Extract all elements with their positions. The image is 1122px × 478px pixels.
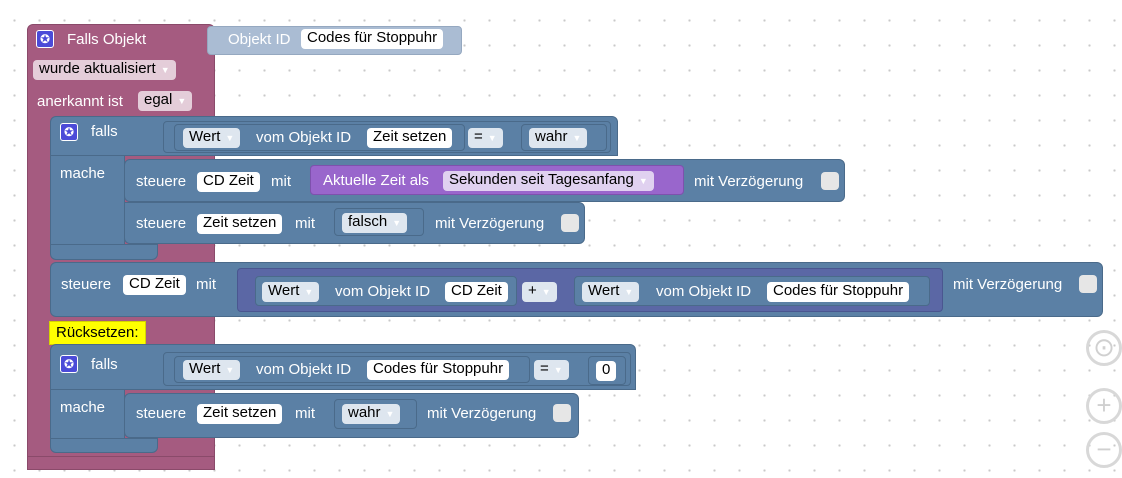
set2-mit: mit — [295, 215, 315, 232]
set2-bool-dropdown[interactable]: falsch ▼ — [342, 213, 408, 233]
chevron-down-icon: ▼ — [638, 176, 648, 186]
if1-falls: falls — [91, 123, 118, 140]
trigger-label: wurde aktualisiert — [39, 60, 156, 77]
if1-op-dropdown[interactable]: =▼ — [468, 128, 503, 148]
comment-ruecksetzen[interactable]: Rücksetzen: — [49, 321, 146, 345]
chevron-down-icon: ▼ — [225, 133, 235, 143]
gear-icon[interactable]: ✪ — [36, 30, 54, 48]
chevron-down-icon: ▼ — [487, 133, 497, 143]
if2-number-field[interactable]: 0 — [596, 361, 617, 381]
set3-steuere: steuere — [61, 276, 112, 293]
if2-falls: falls — [91, 356, 118, 373]
chevron-down-icon: ▼ — [541, 287, 551, 297]
if1-wert-label: Wert — [189, 128, 221, 145]
set3-b-wert-label: Wert — [588, 282, 620, 299]
set3-b-obj-field[interactable]: Codes für Stoppuhr — [767, 282, 910, 302]
chevron-down-icon: ▼ — [385, 409, 395, 419]
if1-obj-field[interactable]: Zeit setzen — [367, 128, 453, 148]
set2-bool-label: falsch — [348, 213, 388, 230]
set4-target-field[interactable]: Zeit setzen — [197, 404, 283, 424]
objid-label: Objekt ID — [228, 31, 291, 48]
chevron-down-icon: ▼ — [392, 218, 402, 228]
set3-op-label: + — [528, 282, 537, 299]
set3-delay: mit Verzögerung — [953, 276, 1063, 293]
set3-op-dropdown[interactable]: +▼ — [522, 282, 557, 302]
if2-wert-dropdown[interactable]: Wert ▼ — [183, 360, 241, 380]
set3-a-wert-label: Wert — [268, 282, 300, 299]
set2-steuere: steuere — [136, 215, 187, 232]
chevron-down-icon: ▼ — [624, 287, 634, 297]
set3-b-wert-dropdown[interactable]: Wert ▼ — [582, 282, 640, 302]
ack-value: egal — [144, 91, 173, 108]
gear-icon[interactable]: ✪ — [60, 355, 78, 373]
if1-bool-label: wahr — [535, 128, 568, 145]
set1-mit: mit — [271, 173, 291, 190]
set3-a-wert-dropdown[interactable]: Wert ▼ — [262, 282, 320, 302]
ack-label: anerkannt ist — [37, 93, 123, 110]
set1-time-dropdown[interactable]: Sekunden seit Tagesanfang ▼ — [443, 171, 654, 191]
set1-delay: mit Verzögerung — [694, 173, 804, 190]
if1-mache: mache — [60, 165, 106, 182]
set3-a-vom: vom Objekt ID — [335, 283, 431, 300]
if-block-2-footer — [50, 438, 158, 453]
set3-target-field[interactable]: CD Zeit — [123, 275, 186, 295]
set1-target-field[interactable]: CD Zeit — [197, 172, 260, 192]
trigger-dropdown[interactable]: wurde aktualisiert ▼ — [33, 60, 176, 80]
chevron-down-icon: ▼ — [553, 365, 563, 375]
set4-mit: mit — [295, 405, 315, 422]
objid-value-field[interactable]: Codes für Stoppuhr — [301, 29, 444, 49]
zoom-in-icon[interactable]: + — [1086, 388, 1122, 424]
set2-delay: mit Verzögerung — [435, 215, 545, 232]
if1-op-label: = — [474, 128, 483, 145]
set1-delay-checkbox[interactable] — [821, 172, 839, 190]
chevron-down-icon: ▼ — [225, 365, 235, 375]
set4-delay-checkbox[interactable] — [553, 404, 571, 422]
set3-mit: mit — [196, 276, 216, 293]
set3-b-vom: vom Objekt ID — [656, 283, 752, 300]
if1-wert-dropdown[interactable]: Wert ▼ — [183, 128, 241, 148]
zoom-out-icon[interactable]: − — [1086, 432, 1122, 468]
set1-time-label: Aktuelle Zeit als — [323, 172, 429, 189]
event-block-footer — [27, 456, 215, 470]
if-block-1-footer — [50, 244, 158, 260]
crosshair-icon[interactable]: ⊙ — [1086, 330, 1122, 366]
chevron-down-icon: ▼ — [160, 65, 170, 75]
if2-obj-field[interactable]: Codes für Stoppuhr — [367, 360, 510, 380]
set2-delay-checkbox[interactable] — [561, 214, 579, 232]
event-title: Falls Objekt — [67, 31, 147, 48]
if2-op-dropdown[interactable]: =▼ — [534, 360, 569, 380]
chevron-down-icon: ▼ — [304, 287, 314, 297]
set3-delay-checkbox[interactable] — [1079, 275, 1097, 293]
if1-bool-dropdown[interactable]: wahr ▼ — [529, 128, 588, 148]
set2-target-field[interactable]: Zeit setzen — [197, 214, 283, 234]
if2-wert-label: Wert — [189, 360, 221, 377]
ack-dropdown[interactable]: egal ▼ — [138, 91, 193, 111]
if2-op-label: = — [540, 360, 549, 377]
set4-bool-dropdown[interactable]: wahr ▼ — [342, 404, 401, 424]
set4-delay: mit Verzögerung — [427, 405, 537, 422]
if-block-2-spine — [50, 389, 125, 444]
set1-time-format: Sekunden seit Tagesanfang — [449, 171, 634, 188]
if1-vom-label: vom Objekt ID — [256, 129, 352, 146]
set3-a-obj-field[interactable]: CD Zeit — [445, 282, 508, 302]
chevron-down-icon: ▼ — [572, 133, 582, 143]
if2-mache: mache — [60, 399, 106, 416]
set4-steuere: steuere — [136, 405, 187, 422]
set1-steuere: steuere — [136, 173, 187, 190]
chevron-down-icon: ▼ — [177, 96, 187, 106]
set4-bool-label: wahr — [348, 404, 381, 421]
gear-icon[interactable]: ✪ — [60, 123, 78, 141]
if2-vom-label: vom Objekt ID — [256, 361, 352, 378]
